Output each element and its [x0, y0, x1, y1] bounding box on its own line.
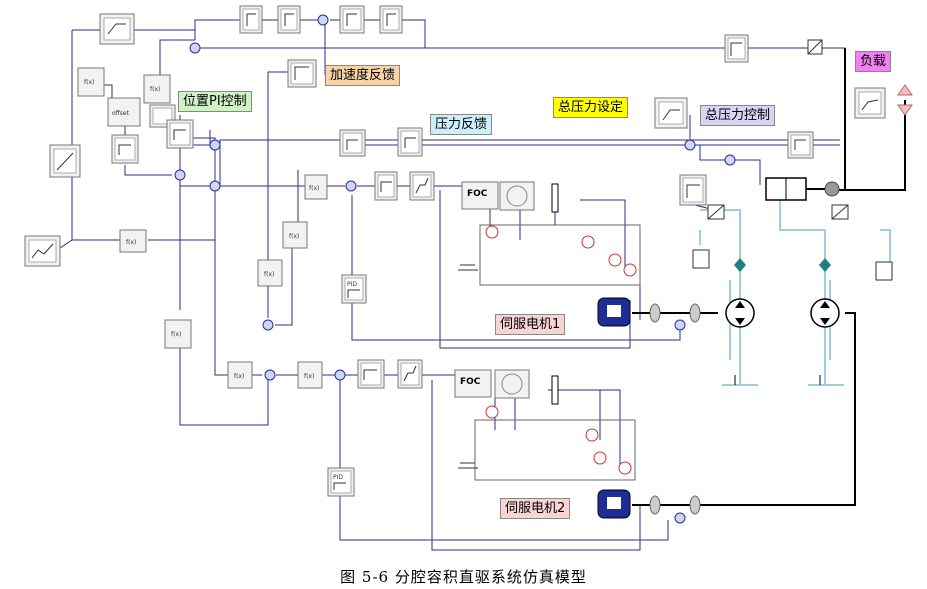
- motor-drive-1: FOC: [458, 181, 641, 327]
- foc-label: FOC: [467, 189, 488, 199]
- offset-label: offset: [112, 110, 130, 117]
- summing-junctions: [174, 14, 736, 524]
- total-pressure-control-label: 总压力控制: [700, 105, 776, 126]
- hydraulic-components: [692, 39, 913, 385]
- servo-motor-1-label: 伺服电机1: [495, 314, 566, 335]
- position-pi-label: 位置PI控制: [178, 91, 252, 112]
- load-label: 负载: [855, 51, 892, 72]
- mechanical-lines: [632, 48, 906, 506]
- fx-label: f(x): [126, 239, 136, 246]
- total-pressure-setting-label: 总压力设定: [553, 97, 629, 118]
- fx-label: f(x): [309, 185, 319, 192]
- hydraulic-lines: [699, 200, 891, 386]
- shaft-couplings: [649, 303, 701, 515]
- servo-motor-2-label: 伺服电机2: [500, 498, 571, 519]
- pid-label: PID: [333, 474, 343, 481]
- accel-feedback-label: 加速度反馈: [325, 65, 401, 86]
- fx-label: f(x): [304, 373, 314, 380]
- pressure-feedback-label: 压力反馈: [430, 114, 493, 135]
- fx-label: f(x): [289, 233, 299, 240]
- figure-caption: 图 5-6 分腔容积直驱系统仿真模型: [340, 568, 587, 586]
- fx-label: f(x): [171, 331, 181, 338]
- fx-label: f(x): [84, 79, 94, 86]
- fx-label: f(x): [150, 86, 160, 93]
- pid-label: PID: [347, 281, 357, 288]
- motor-drive-2: FOC: [454, 369, 636, 519]
- control-blocks: f(x) f(x) offset f(x) f(x) f(x) f(x) PID…: [24, 5, 886, 497]
- fx-label: f(x): [264, 271, 274, 278]
- foc-label: FOC: [460, 377, 481, 387]
- fx-label: f(x): [234, 373, 244, 380]
